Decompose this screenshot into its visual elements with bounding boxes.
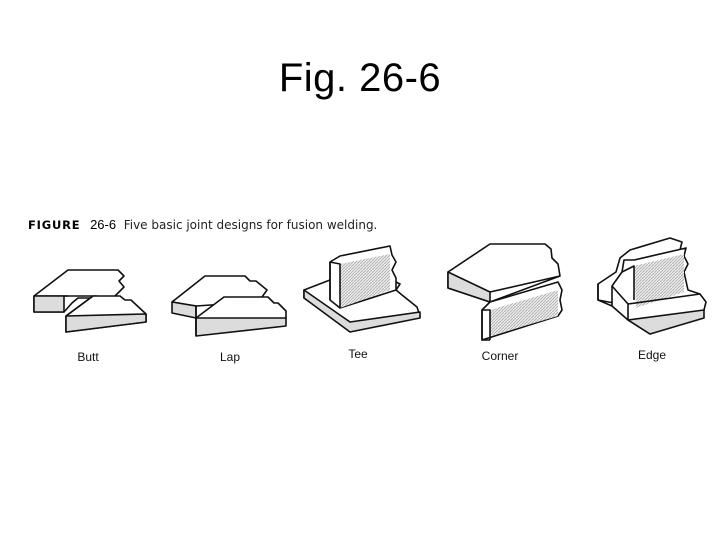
slide-title: Fig. 26-6: [278, 56, 442, 100]
joint-label-lap: Lap: [219, 350, 241, 364]
joint-label-corner: Corner: [481, 349, 519, 363]
figure-number: 26-6: [90, 217, 117, 232]
tee-joint-drawing: [303, 245, 421, 333]
figure-caption: FIGURE 26-6 Five basic joint designs for…: [28, 217, 377, 233]
figure-word: FIGURE: [28, 218, 81, 232]
edge-joint-drawing: [597, 237, 707, 335]
corner-joint-drawing: [447, 243, 563, 341]
lap-joint-drawing: [171, 275, 287, 337]
caption-text: Five basic joint designs for fusion weld…: [123, 218, 378, 232]
joint-label-edge: Edge: [637, 348, 667, 362]
joint-label-tee: Tee: [348, 347, 368, 361]
butt-joint-drawing: [33, 269, 147, 333]
joint-label-butt: Butt: [77, 350, 99, 364]
